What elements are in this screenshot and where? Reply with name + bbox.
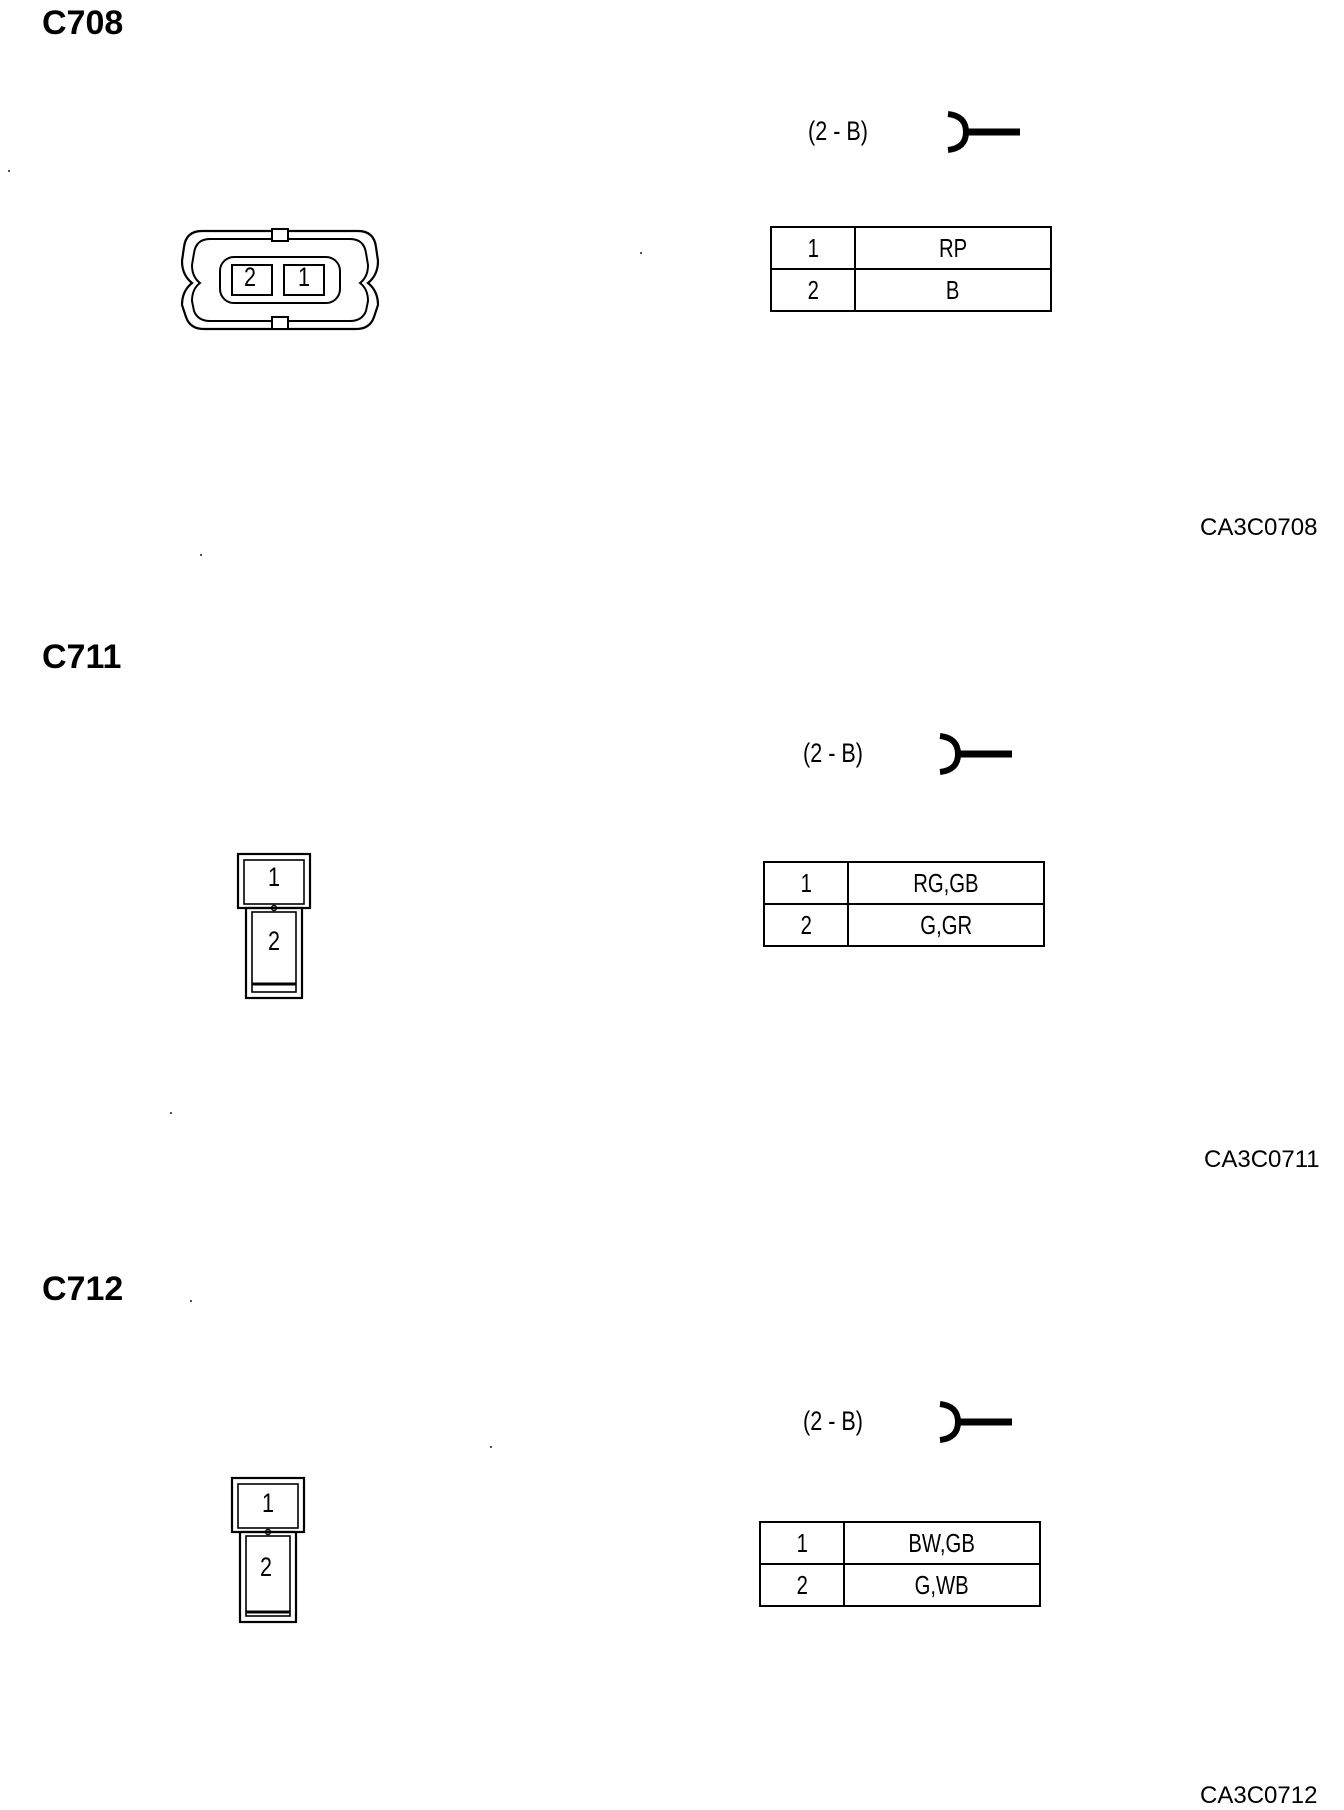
connector-face-rect — [236, 852, 312, 1000]
wire-color: G,GR — [847, 903, 1045, 947]
table-row: 2 G,GR — [763, 903, 1045, 947]
pin-label: 2 — [260, 1552, 273, 1582]
scan-speck — [490, 1446, 492, 1448]
table-row: 1 RP — [770, 226, 1052, 270]
connector-face-rect — [230, 1476, 306, 1624]
pin-number: 2 — [770, 268, 856, 312]
wire-color: G,WB — [843, 1563, 1041, 1607]
pin-number: 1 — [763, 861, 849, 905]
female-terminal-icon — [947, 111, 1020, 153]
wire-color: B — [854, 268, 1052, 312]
female-terminal-icon — [939, 1401, 1012, 1443]
connector-title: C712 — [42, 1270, 124, 1308]
scan-speck — [200, 554, 202, 556]
scan-speck — [190, 1300, 192, 1302]
diagram-code: CA3C0712 — [1200, 1782, 1318, 1809]
pin-label: 1 — [268, 862, 281, 892]
wire-color: RP — [854, 226, 1052, 270]
pin-label: 2 — [268, 926, 281, 956]
pin-number: 1 — [770, 226, 856, 270]
connector-spec: (2 - B) — [803, 738, 864, 768]
scan-speck — [170, 1112, 172, 1114]
connector-title: C708 — [42, 4, 124, 42]
connector-title: C711 — [42, 638, 122, 676]
diagram-code: CA3C0711 — [1204, 1146, 1320, 1173]
connector-face-oval — [180, 228, 380, 331]
pin-label: 1 — [298, 262, 311, 292]
female-terminal-icon — [939, 733, 1012, 775]
table-row: 2 G,WB — [759, 1563, 1041, 1607]
pin-number: 2 — [763, 903, 849, 947]
table-row: 1 BW,GB — [759, 1521, 1041, 1565]
pin-label: 1 — [262, 1488, 275, 1518]
pin-wire-table: 1 RG,GB 2 G,GR — [763, 861, 1045, 947]
pin-wire-table: 1 BW,GB 2 G,WB — [759, 1521, 1041, 1607]
connector-spec: (2 - B) — [803, 1406, 864, 1436]
pin-wire-table: 1 RP 2 B — [770, 226, 1052, 312]
connector-spec: (2 - B) — [808, 116, 869, 146]
pin-number: 2 — [759, 1563, 845, 1607]
wire-color: BW,GB — [843, 1521, 1041, 1565]
table-row: 1 RG,GB — [763, 861, 1045, 905]
scan-speck — [8, 170, 10, 172]
diagram-code: CA3C0708 — [1200, 514, 1318, 541]
table-row: 2 B — [770, 268, 1052, 312]
pin-label: 2 — [244, 262, 257, 292]
pin-number: 1 — [759, 1521, 845, 1565]
wire-color: RG,GB — [847, 861, 1045, 905]
scan-speck — [640, 252, 642, 254]
